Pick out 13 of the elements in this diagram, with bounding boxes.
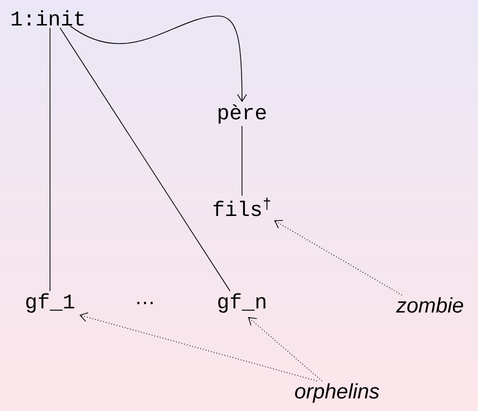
pointer-arrow	[248, 316, 322, 382]
arrow	[70, 16, 247, 102]
process-name: père	[218, 104, 266, 124]
annotation-text: orphelins	[295, 383, 380, 403]
process-name: fils$^{†}$	[214, 198, 270, 216]
pointer-arrow	[274, 220, 402, 296]
pointer-arrow	[79, 312, 318, 382]
annotation-text: zombie	[396, 297, 464, 313]
tree-link	[60, 27, 230, 292]
process-name: gf_1	[26, 293, 74, 313]
process-name: gf_n	[218, 293, 266, 313]
ellipsis-label: …	[137, 302, 153, 304]
process-name: 1:init	[12, 10, 84, 26]
